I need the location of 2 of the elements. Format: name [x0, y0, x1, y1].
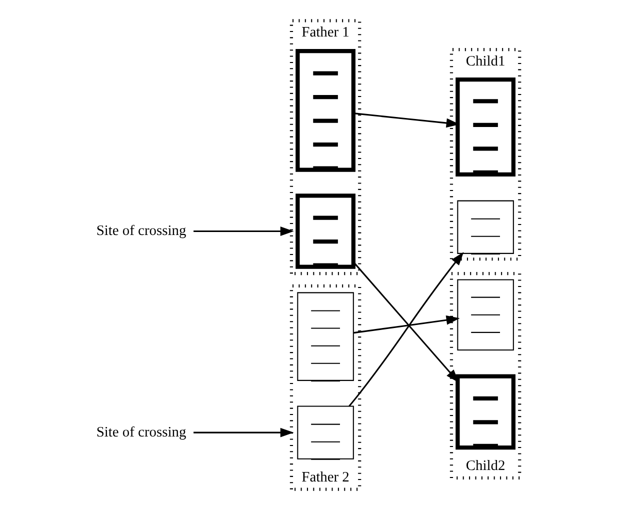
node-text: Site of crossing [96, 424, 186, 440]
node-text: Site of crossing [96, 223, 186, 240]
